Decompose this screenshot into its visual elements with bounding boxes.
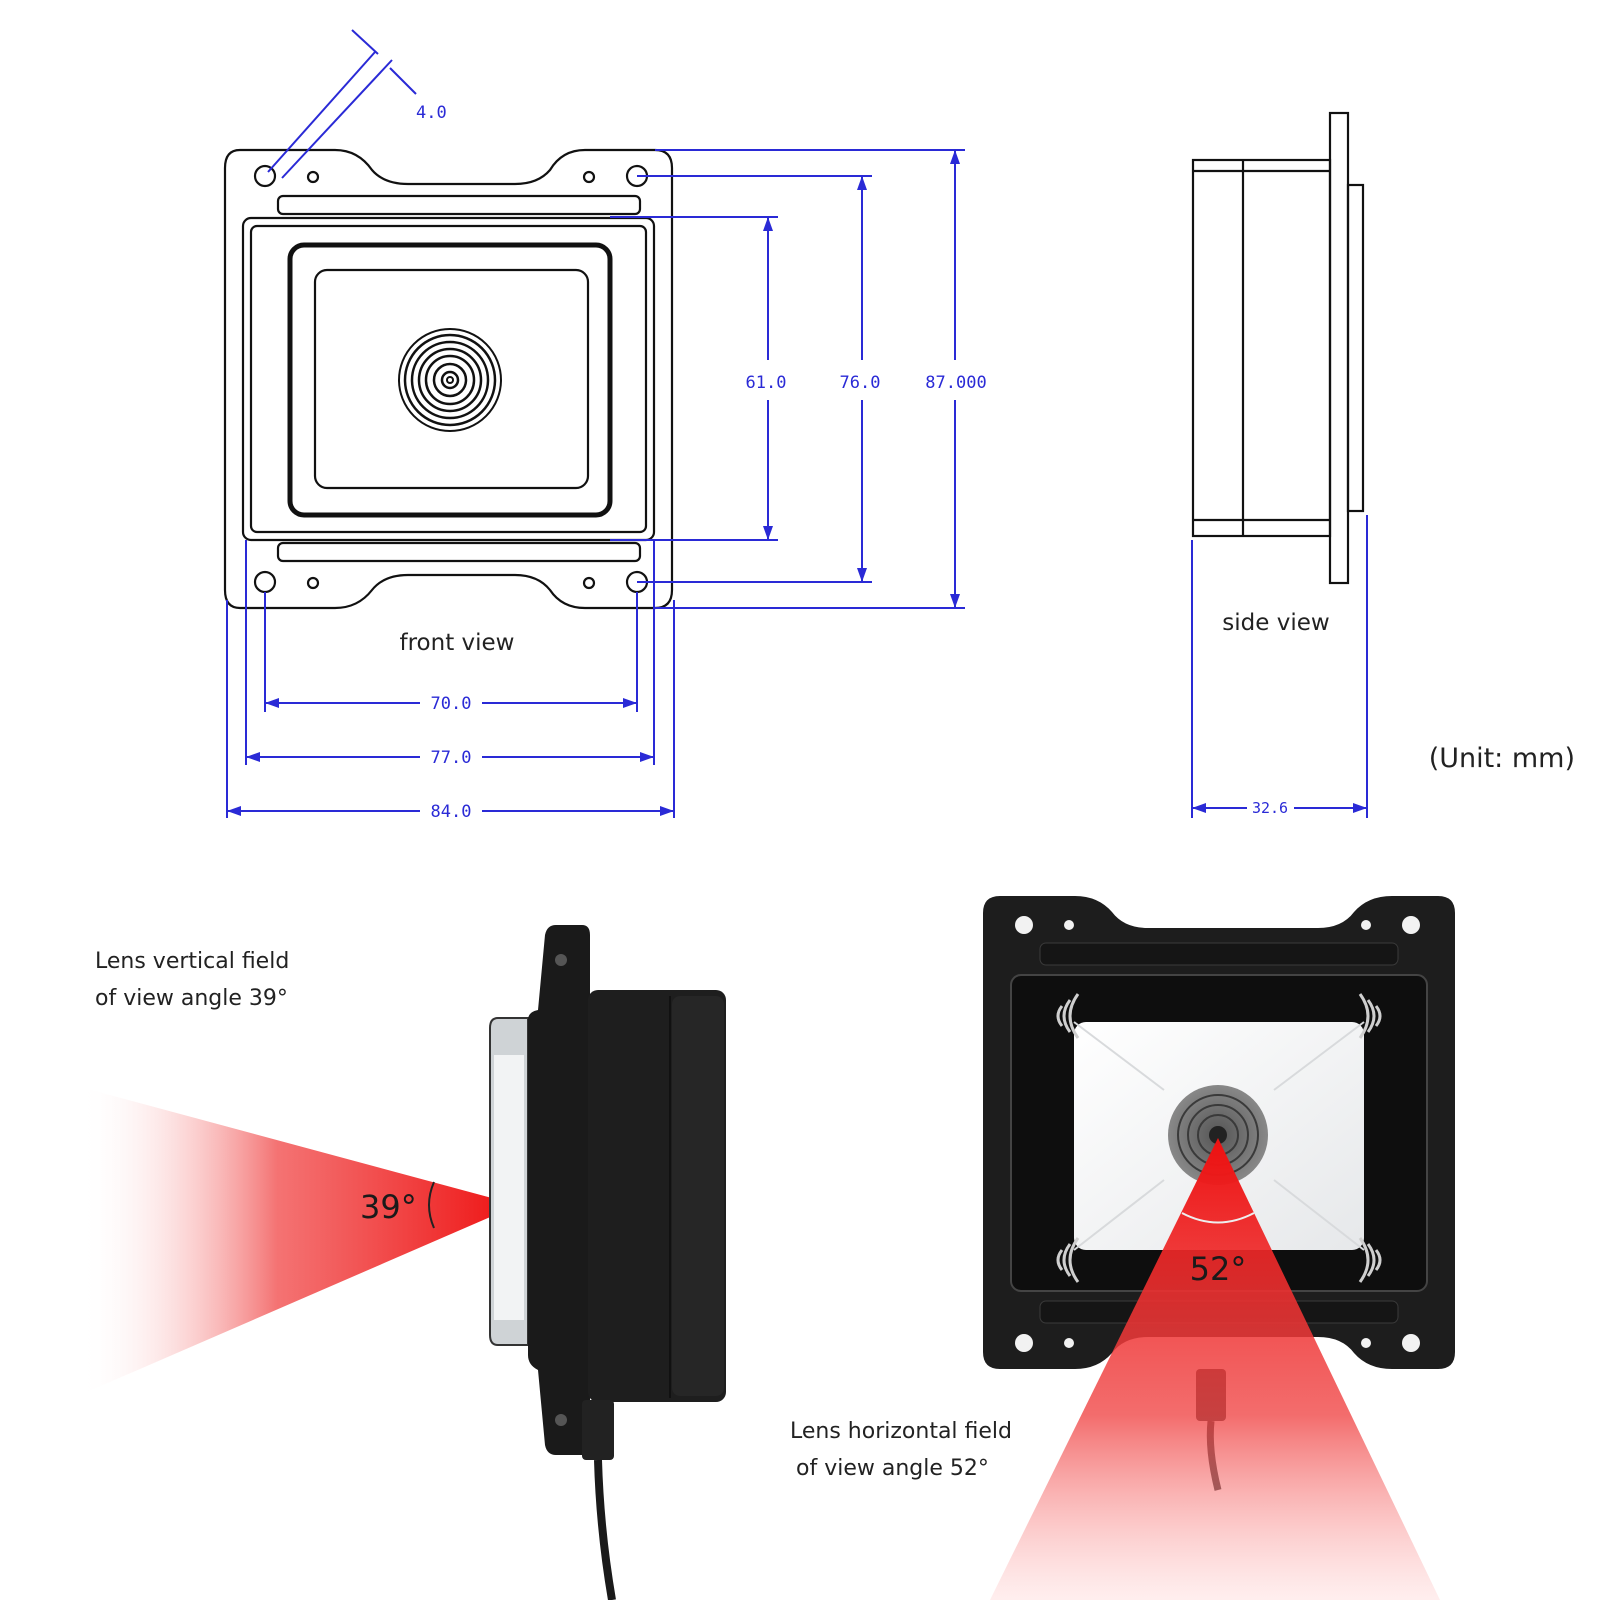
dim-depth: 32.6 bbox=[1252, 799, 1288, 817]
front-view-drawing bbox=[223, 148, 674, 610]
dim-hole-spacing-vertical: 76.0 bbox=[840, 373, 881, 393]
horizontal-fov-beam bbox=[990, 1138, 1440, 1600]
side-view-caption: side view bbox=[1222, 610, 1329, 636]
vertical-fov-caption-line2: of view angle 39° bbox=[95, 986, 288, 1011]
mount-hole-top-left bbox=[253, 164, 277, 188]
horizontal-fov-caption-line2: of view angle 52° bbox=[796, 1456, 989, 1481]
dim-hole-diameter: 4.0 bbox=[416, 103, 447, 123]
vertical-photo-flange bbox=[528, 925, 590, 1455]
small-hole-top-left bbox=[306, 170, 320, 184]
small-hole-bottom-right bbox=[582, 576, 596, 590]
lens-drawing bbox=[398, 328, 502, 432]
dim-overall-height: 87.000 bbox=[925, 373, 986, 393]
front-body bbox=[241, 216, 656, 542]
vertical-fov-caption-line1: Lens vertical field bbox=[95, 949, 289, 974]
vertical-fov-beam bbox=[80, 1087, 518, 1395]
front-dimension-lines bbox=[226, 29, 965, 818]
vertical-fov-photo bbox=[80, 925, 726, 1600]
dim-hole-spacing-horizontal: 70.0 bbox=[431, 694, 472, 714]
horizontal-fov-photo bbox=[983, 896, 1455, 1600]
front-body-inner bbox=[249, 224, 648, 534]
side-window-bezel bbox=[1346, 183, 1365, 513]
unit-note: (Unit: mm) bbox=[1429, 743, 1575, 774]
horizontal-fov-caption-line1: Lens horizontal field bbox=[790, 1419, 1012, 1444]
side-body bbox=[1191, 158, 1332, 538]
small-hole-bottom-left bbox=[306, 576, 320, 590]
dim-window-height: 61.0 bbox=[746, 373, 787, 393]
window-frame bbox=[287, 242, 613, 518]
small-hole-top-right bbox=[582, 170, 596, 184]
horizontal-angle-label: 52° bbox=[1190, 1250, 1247, 1288]
side-dimension-lines bbox=[1191, 515, 1368, 818]
dim-body-width: 77.0 bbox=[431, 748, 472, 768]
vertical-angle-label: 39° bbox=[360, 1188, 417, 1226]
mount-hole-bottom-left bbox=[253, 570, 277, 594]
side-view-drawing bbox=[1191, 111, 1365, 585]
front-view-caption: front view bbox=[400, 630, 515, 656]
upper-rib bbox=[276, 194, 642, 216]
lower-rib bbox=[276, 541, 642, 563]
scan-window bbox=[313, 268, 590, 490]
side-flange bbox=[1328, 111, 1350, 585]
dimension-arrows bbox=[227, 150, 1367, 816]
dim-overall-width: 84.0 bbox=[431, 802, 472, 822]
